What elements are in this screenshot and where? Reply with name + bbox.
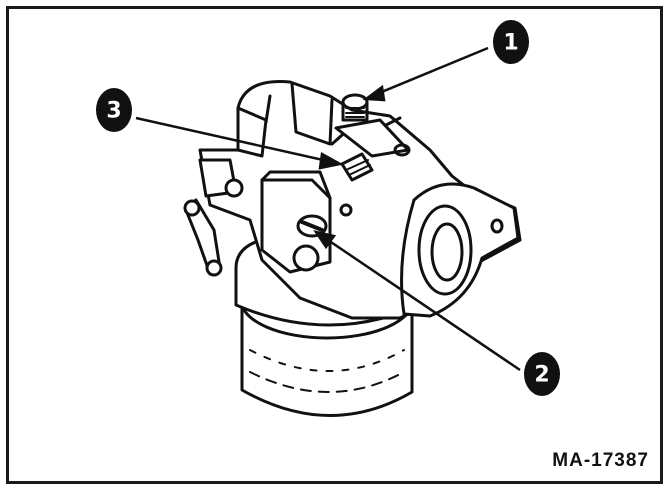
- leader-line-2: [321, 234, 521, 372]
- idle-mixture-screw: [296, 214, 328, 238]
- figure-id-label: MA-17387: [552, 450, 649, 471]
- intake-flange: [400, 182, 520, 318]
- callout-2: 2: [524, 352, 560, 396]
- throttle-lever: [183, 158, 244, 277]
- carburetor-illustration: [183, 80, 522, 417]
- callout-1: 1: [493, 20, 529, 64]
- arrowhead-1: [362, 84, 386, 102]
- leader-lines: [135, 46, 521, 372]
- leader-line-3: [135, 116, 333, 164]
- arrowhead-3: [318, 152, 344, 170]
- mixture-block: [260, 170, 332, 274]
- callout-1-number: 1: [503, 31, 518, 56]
- callout-2-number: 2: [534, 363, 549, 388]
- high-speed-screw: [339, 152, 374, 217]
- callout-3: 3: [96, 88, 132, 132]
- leader-line-1: [371, 46, 489, 98]
- idle-speed-screw: [334, 93, 411, 158]
- arrowhead-2: [313, 230, 337, 250]
- callout-3-number: 3: [106, 99, 121, 124]
